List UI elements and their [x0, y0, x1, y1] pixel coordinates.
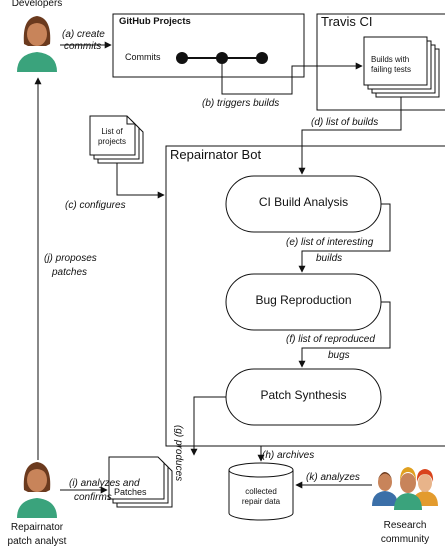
edge-a-label-1: (a) create	[62, 29, 105, 40]
github-projects-title: GitHub Projects	[119, 16, 191, 27]
patches-label: Patches	[114, 487, 147, 497]
builds-doc-label-1: Builds with	[371, 55, 410, 64]
builds-doc-label-2: failing tests	[371, 65, 412, 74]
ci-build-analysis-label: CI Build Analysis	[258, 195, 349, 209]
github-projects-box	[112, 13, 305, 78]
bug-reproduction-label: Bug Reproduction	[255, 293, 352, 307]
edge-c	[116, 163, 165, 199]
commit-node	[176, 52, 188, 64]
edge-e-label-1: (e) list of interesting	[286, 237, 374, 248]
analyst-label-2: patch analyst	[7, 536, 67, 547]
edge-d-label: (d) list of builds	[311, 117, 379, 128]
edge-f	[298, 301, 391, 368]
edge-h-label: (h) archives	[262, 450, 315, 461]
developer-person-icon	[17, 16, 57, 72]
edge-k-label: (k) analyzes	[306, 472, 360, 483]
edge-i-label-2: confirms	[74, 492, 112, 503]
research-label-2: community	[380, 534, 430, 545]
commit-node	[256, 52, 268, 64]
builds-doc	[363, 36, 428, 86]
edge-b-label: (b) triggers builds	[202, 98, 280, 109]
commits-label: Commits	[125, 52, 161, 62]
edge-j-label-2: patches	[52, 267, 88, 278]
projects-doc	[89, 115, 136, 156]
projects-doc-label-1: List of	[101, 127, 123, 136]
travis-ci-title: Travis CI	[321, 14, 373, 29]
commit-node	[216, 52, 228, 64]
repair-data-label-2: repair data	[241, 497, 281, 506]
edge-g	[190, 396, 226, 456]
patches-doc	[108, 456, 165, 500]
edge-i-label-1: (i) analyzes and	[69, 478, 140, 489]
edge-c-label: (c) configures	[65, 200, 126, 211]
research-label-1: Research	[383, 520, 427, 531]
repair-data-cylinder-top	[228, 462, 294, 478]
projects-doc-fold	[126, 116, 135, 125]
projects-doc-label-2: projects	[97, 137, 126, 146]
research-community-icon	[372, 467, 438, 510]
edge-g-label: (g) produces	[173, 425, 184, 482]
edge-d	[298, 97, 402, 175]
edge-e	[298, 203, 391, 273]
edge-f-label-2: bugs	[328, 350, 350, 361]
edge-f-label-1: (f) list of reproduced	[286, 334, 375, 345]
edge-a-label-2: commits	[64, 41, 102, 52]
edge-e-label-2: builds	[316, 253, 343, 264]
developers-label: Developers	[11, 0, 63, 9]
repairnator-bot-title: Repairnator Bot	[170, 147, 262, 162]
repair-data-label-1: collected	[245, 487, 277, 496]
patch-synthesis-label: Patch Synthesis	[260, 388, 347, 402]
edge-b	[221, 62, 363, 95]
analyst-person-icon	[17, 462, 57, 518]
repair-data-cylinder	[228, 470, 294, 521]
edge-j-label-1: (j) proposes	[44, 253, 97, 264]
analyst-label-1: Repairnator	[10, 522, 64, 533]
